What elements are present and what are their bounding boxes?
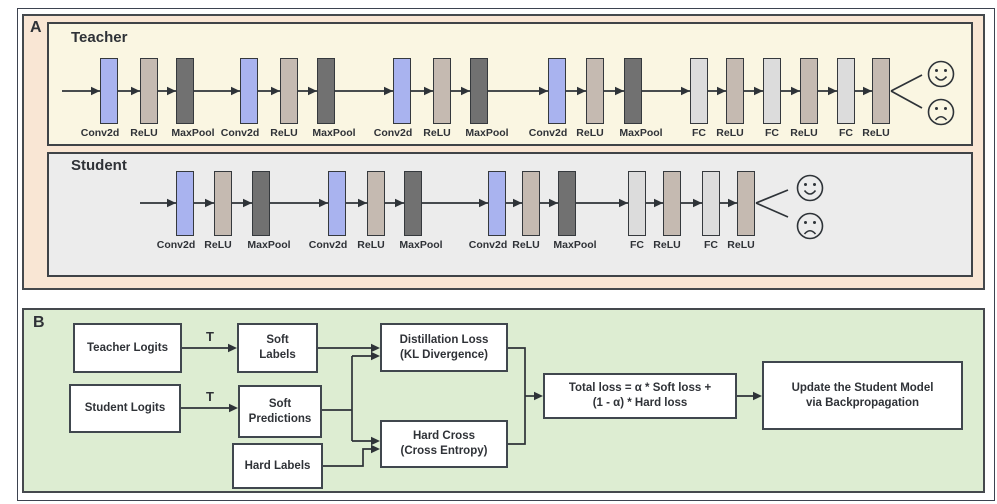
teacher-block-label: Conv2d [80,127,120,139]
teacher-block-label: ReLU [270,127,298,139]
teacher-block-label: ReLU [423,127,451,139]
student-logits-box: Student Logits [69,384,181,433]
student-block-relu [367,171,385,236]
teacher-block-label: FC [692,127,706,139]
teacher-block-relu [800,58,818,124]
teacher-block-maxpool [317,58,335,124]
teacher-block-label: FC [839,127,853,139]
student-block-label: ReLU [204,239,232,251]
student-block-label: Conv2d [156,239,196,251]
teacher-block-conv2d [240,58,258,124]
teacher-block-label: ReLU [130,127,158,139]
student-block-label: ReLU [512,239,540,251]
teacher-block-relu [140,58,158,124]
teacher-block-maxpool [176,58,194,124]
teacher-block-conv2d [100,58,118,124]
teacher-network-box [47,22,973,146]
hard-labels-box: Hard Labels [232,443,323,489]
teacher-block-relu [280,58,298,124]
sad-face-icon [796,212,824,240]
teacher-block-label: Conv2d [373,127,413,139]
teacher-block-maxpool [470,58,488,124]
teacher-block-maxpool [624,58,642,124]
teacher-block-label: MaxPool [171,127,215,139]
teacher-block-label: MaxPool [619,127,663,139]
student-block-label: FC [704,239,718,251]
student-block-relu [737,171,755,236]
student-network-box [47,152,973,277]
student-block-conv2d [176,171,194,236]
student-block-label: MaxPool [399,239,443,251]
student-block-relu [663,171,681,236]
teacher-block-conv2d [548,58,566,124]
hard-cross-box: Hard Cross (Cross Entropy) [380,420,508,468]
teacher-block-label: ReLU [576,127,604,139]
student-block-label: ReLU [357,239,385,251]
student-block-label: Conv2d [308,239,348,251]
teacher-block-label: MaxPool [312,127,356,139]
student-block-fc [628,171,646,236]
update-model-box: Update the Student Model via Backpropaga… [762,361,963,430]
distillation-loss-box: Distillation Loss (KL Divergence) [380,323,508,372]
student-block-maxpool [404,171,422,236]
student-block-conv2d [328,171,346,236]
sad-face-icon [927,98,955,126]
teacher-block-label: FC [765,127,779,139]
student-block-maxpool [558,171,576,236]
teacher-block-fc [763,58,781,124]
temperature-label-teacher: T [206,329,214,344]
teacher-block-label: MaxPool [465,127,509,139]
student-block-relu [214,171,232,236]
soft-predictions-box: Soft Predictions [238,385,322,438]
happy-face-icon [927,60,955,88]
student-block-maxpool [252,171,270,236]
teacher-block-relu [433,58,451,124]
teacher-title: Teacher [71,29,128,46]
temperature-label-student: T [206,389,214,404]
happy-face-icon [796,174,824,202]
student-block-label: MaxPool [247,239,291,251]
total-loss-box: Total loss = α * Soft loss + (1 - α) * H… [543,373,737,419]
student-block-label: Conv2d [468,239,508,251]
student-block-label: FC [630,239,644,251]
student-block-relu [522,171,540,236]
teacher-block-label: Conv2d [220,127,260,139]
student-block-label: ReLU [727,239,755,251]
teacher-block-conv2d [393,58,411,124]
teacher-block-label: ReLU [790,127,818,139]
figure-border [17,8,995,501]
teacher-block-label: ReLU [716,127,744,139]
teacher-block-relu [586,58,604,124]
student-block-conv2d [488,171,506,236]
teacher-block-relu [726,58,744,124]
teacher-block-label: ReLU [862,127,890,139]
panel-b-label: B [33,314,45,331]
teacher-block-fc [837,58,855,124]
student-block-label: MaxPool [553,239,597,251]
panel-a-label: A [30,19,42,36]
teacher-block-relu [872,58,890,124]
soft-labels-box: Soft Labels [237,323,318,373]
student-block-fc [702,171,720,236]
teacher-block-fc [690,58,708,124]
teacher-logits-box: Teacher Logits [73,323,182,373]
student-block-label: ReLU [653,239,681,251]
teacher-block-label: Conv2d [528,127,568,139]
student-title: Student [71,157,127,174]
